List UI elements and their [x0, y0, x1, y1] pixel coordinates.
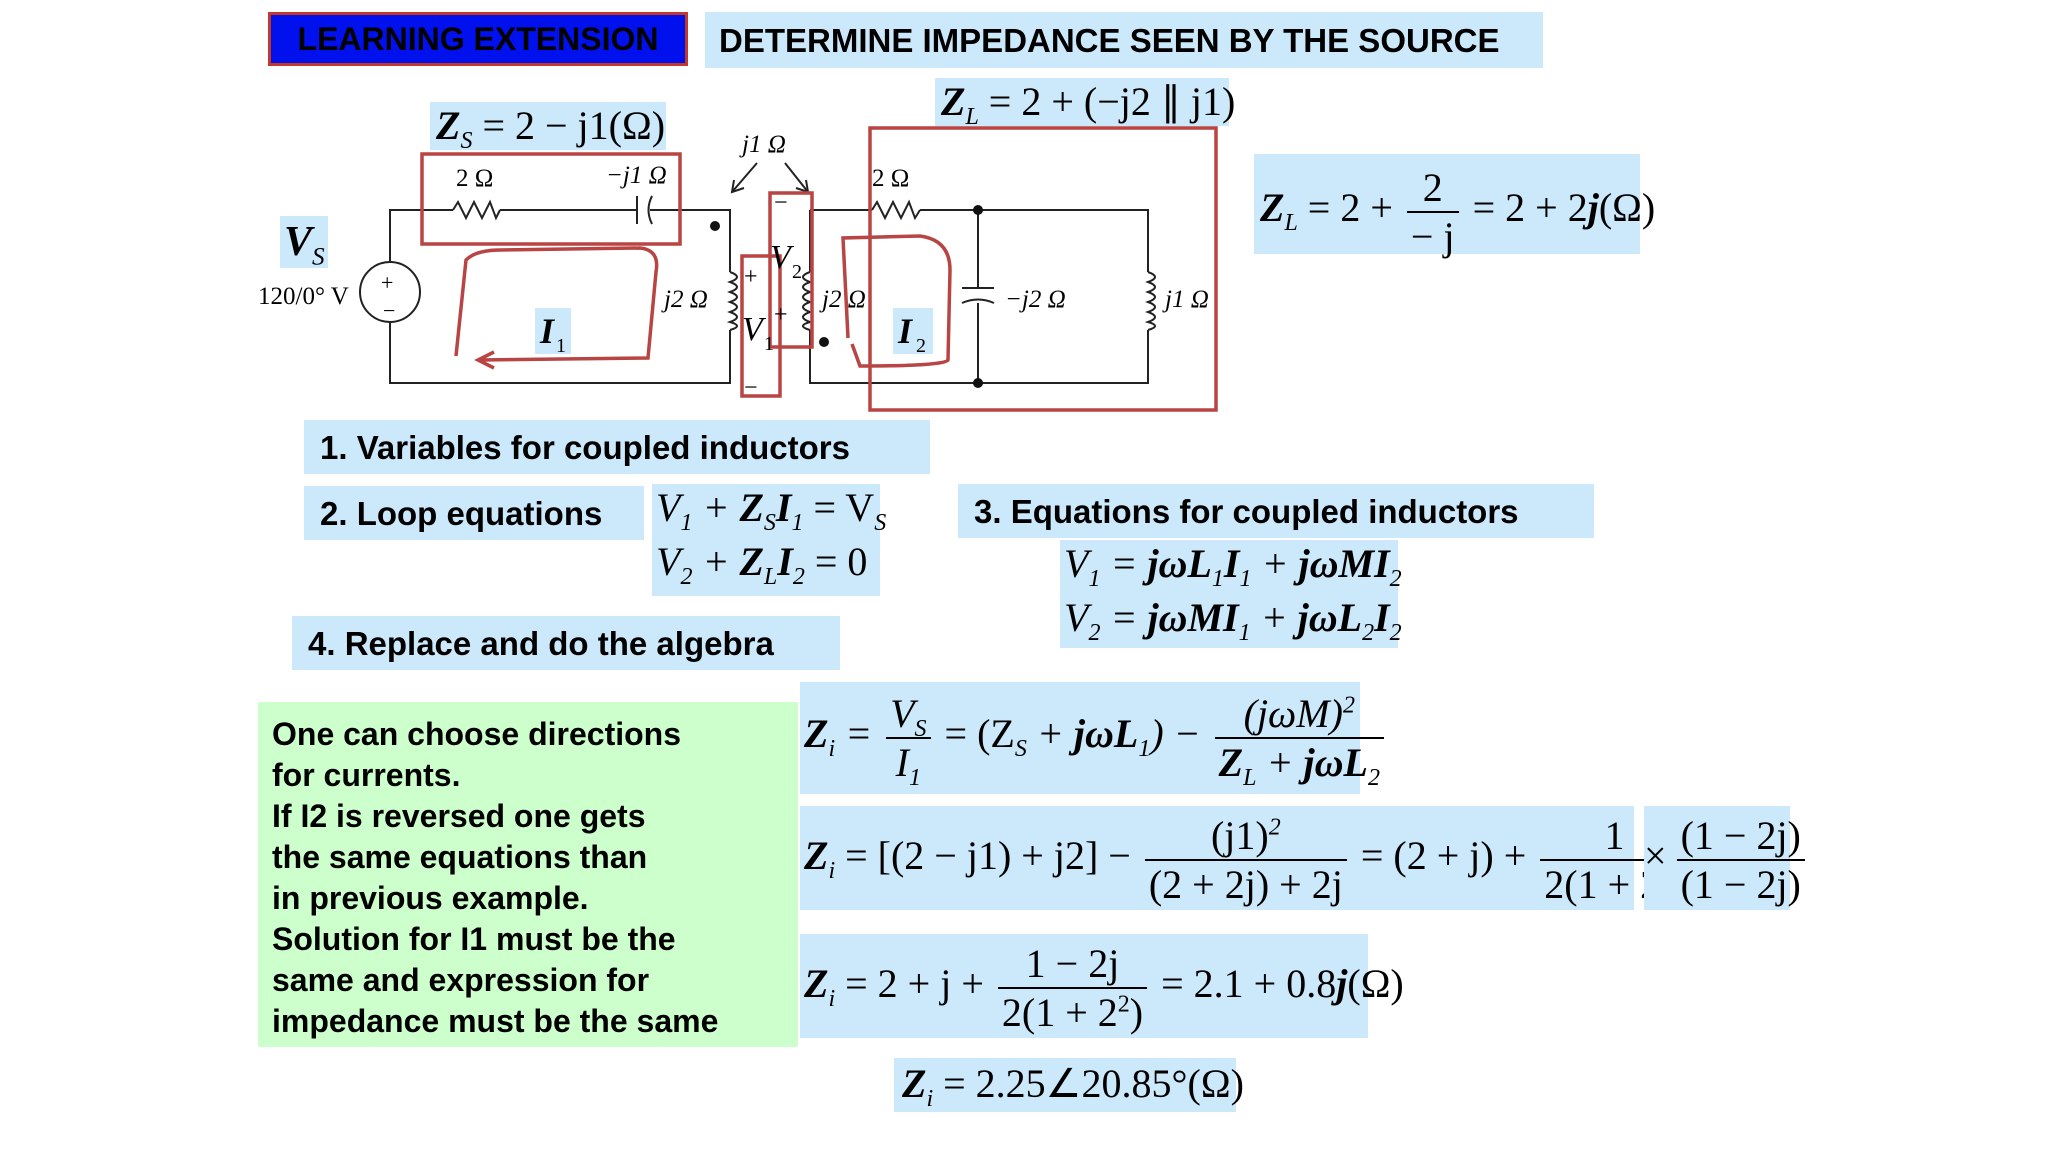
coupled-equations-box: V1 = jωL1I1 + jωMI2 V2 = jωMI1 + jωL2I2 — [1060, 540, 1402, 648]
v1-sub: 1 — [764, 333, 774, 355]
l1-label: j2 Ω — [661, 286, 708, 313]
page-title: DETERMINE IMPEDANCE SEEN BY THE SOURCE — [719, 22, 1500, 59]
i1-label: I — [539, 311, 556, 351]
step1-box: 1. Variables for coupled inductors — [304, 420, 930, 474]
capacitor-minus-j2 — [961, 287, 995, 304]
v2-sub: 2 — [792, 261, 802, 283]
loop-eq-1: V1 + ZSI1 = VS — [656, 485, 887, 536]
step3-box: 3. Equations for coupled inductors — [958, 484, 1594, 538]
capacitor-minus-j1 — [636, 195, 653, 225]
resistor-2ohm-right — [871, 199, 921, 221]
zl-highlight — [868, 126, 1218, 412]
loop-equations-box: V1 + ZSI1 = VS V2 + ZLI2 = 0 — [652, 484, 886, 596]
coupling-arrows — [730, 162, 810, 194]
zl-formula: ZL = 2 + (−j2 ∥ j1) — [941, 79, 1236, 130]
coupled-eq-2: V2 = jωMI1 + jωL2I2 — [1064, 595, 1402, 646]
v1-minus: − — [744, 375, 758, 401]
zs-formula-box: ZS = 2 − j1(Ω) — [430, 102, 666, 154]
inductor-l2 — [802, 271, 814, 331]
title-box: DETERMINE IMPEDANCE SEEN BY THE SOURCE — [705, 12, 1543, 68]
step2-text: 2. Loop equations — [320, 495, 603, 532]
resistor-2ohm-left — [452, 199, 501, 221]
step2-box: 2. Loop equations — [304, 486, 644, 540]
loop-eq-2: V2 + ZLI2 = 0 — [656, 539, 868, 590]
inductor-l1 — [726, 271, 738, 331]
zi-final: Zi = 2.25∠20.85°(Ω) — [902, 1061, 1244, 1112]
v1-plus: + — [744, 264, 758, 290]
circuit-diagram: + − 2 Ω −j1 Ω j1 Ω j2 Ω j2 Ω 2 Ω −j2 Ω j… — [258, 126, 1218, 412]
voltage-source — [359, 261, 421, 323]
c1-label: −j1 Ω — [606, 162, 667, 189]
i1-loop-path — [454, 246, 659, 362]
step3-text: 3. Equations for coupled inductors — [974, 493, 1519, 530]
note-text: One can choose directions for currents. … — [272, 716, 719, 1039]
zs-highlight — [420, 152, 682, 246]
coupling-label: j1 Ω — [739, 131, 786, 158]
inductor-j1 — [1144, 271, 1156, 331]
learning-extension-banner: LEARNING EXTENSION — [268, 12, 688, 66]
zi-eq2: Zi = [(2 − j1) + j2] − (j1)2(2 + 2j) + 2… — [804, 812, 1693, 908]
zs-formula: ZS = 2 − j1(Ω) — [436, 103, 666, 154]
zi-eq2-factor: × (1 − 2j)(1 − 2j) — [1644, 812, 1805, 908]
vs-label-box: VS — [280, 216, 328, 271]
step4-box: 4. Replace and do the algebra — [292, 616, 840, 670]
l3-label: j1 Ω — [1162, 286, 1209, 313]
i2-label: I — [897, 311, 914, 351]
zi-eq2-factor-box: × (1 − 2j)(1 − 2j) — [1644, 806, 1805, 910]
note-box: One can choose directions for currents. … — [258, 702, 798, 1047]
v2-plus: + — [774, 302, 788, 328]
v2-highlight — [768, 191, 814, 349]
banner-text: LEARNING EXTENSION — [297, 20, 659, 57]
source-plus: + — [381, 270, 393, 295]
i2-sub: 2 — [916, 335, 926, 357]
zi-eq2-box: Zi = [(2 − j1) + j2] − (j1)2(2 + 2j) + 2… — [800, 806, 1689, 910]
step4-text: 4. Replace and do the algebra — [308, 625, 774, 662]
l2-label: j2 Ω — [819, 286, 866, 313]
zi-final-box: Zi = 2.25∠20.85°(Ω) — [894, 1058, 1244, 1112]
v2-minus: − — [774, 190, 788, 216]
zl-result: ZL = 2 + 2− j = 2 + 2j(Ω) — [1260, 165, 1656, 259]
zl-result-box: ZL = 2 + 2− j = 2 + 2j(Ω) — [1254, 154, 1655, 259]
r1-label: 2 Ω — [456, 165, 493, 192]
vs-label: VS — [284, 219, 325, 271]
zl-formula-box: ZL = 2 + (−j2 ∥ j1) — [935, 78, 1235, 129]
i1-sub: 1 — [556, 335, 566, 357]
step1-text: 1. Variables for coupled inductors — [320, 429, 850, 466]
c2-label: −j2 Ω — [1005, 286, 1066, 313]
source-minus: − — [383, 298, 395, 323]
i2-loop-path — [841, 234, 952, 368]
vs-value: 120/0° V — [258, 283, 349, 310]
r2-label: 2 Ω — [872, 165, 909, 192]
coupled-eq-1: V1 = jωL1I1 + jωMI2 — [1064, 541, 1402, 592]
v1-highlight — [740, 254, 782, 398]
